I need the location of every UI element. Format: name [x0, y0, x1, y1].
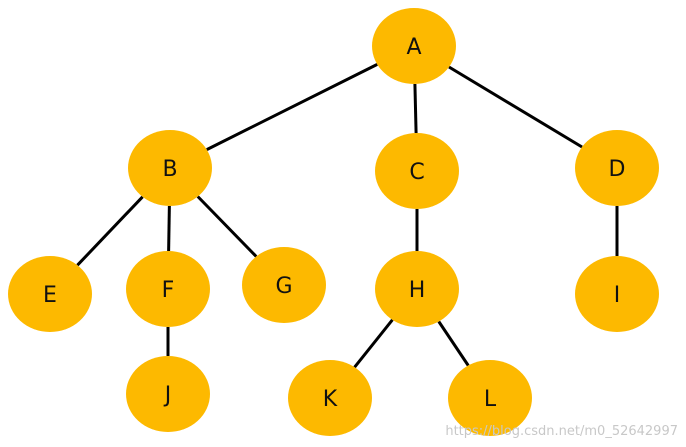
node-label-j: J: [163, 383, 172, 408]
node-e: E: [8, 256, 92, 332]
edge-a-b: [206, 63, 378, 151]
node-f: F: [126, 251, 210, 327]
edge-b-e: [76, 195, 144, 267]
node-circle-e: [8, 256, 92, 332]
edge-b-g: [196, 195, 258, 258]
node-label-d: D: [609, 157, 626, 182]
node-l: L: [448, 360, 532, 436]
node-g: G: [242, 247, 326, 323]
node-label-e: E: [43, 283, 57, 308]
node-label-l: L: [484, 387, 497, 412]
node-circle-g: [242, 247, 326, 323]
node-circle-i: [575, 256, 659, 332]
node-h: H: [375, 251, 459, 327]
node-label-k: K: [323, 387, 338, 412]
node-k: K: [288, 360, 372, 436]
node-circle-l: [448, 360, 532, 436]
node-circle-h: [375, 251, 459, 327]
node-j: J: [126, 356, 210, 432]
watermark: https://blog.csdn.net/m0_52642997: [445, 424, 678, 439]
node-circle-a: [372, 8, 456, 84]
node-circle-c: [375, 133, 459, 209]
node-label-b: B: [162, 157, 177, 182]
node-circle-j: [126, 356, 210, 432]
node-circle-d: [575, 130, 659, 206]
node-label-g: G: [275, 274, 292, 299]
tree-nodes: A B C D E F G H I J K L: [8, 8, 659, 436]
node-i: I: [575, 256, 659, 332]
edge-a-c: [413, 83, 418, 134]
node-label-a: A: [406, 35, 421, 60]
node-d: D: [575, 130, 659, 206]
node-c: C: [375, 133, 459, 209]
node-circle-k: [288, 360, 372, 436]
node-b: B: [128, 130, 212, 206]
node-a: A: [372, 8, 456, 84]
node-label-h: H: [409, 278, 426, 303]
edge-b-f: [167, 205, 171, 252]
node-circle-b: [128, 130, 212, 206]
node-label-i: I: [614, 283, 621, 308]
node-circle-f: [126, 251, 210, 327]
node-label-f: F: [162, 278, 175, 303]
edge-h-l: [437, 320, 470, 367]
edge-a-d: [448, 65, 583, 149]
node-label-c: C: [409, 160, 424, 185]
tree-edges: [76, 63, 619, 369]
edge-h-k: [353, 318, 394, 369]
